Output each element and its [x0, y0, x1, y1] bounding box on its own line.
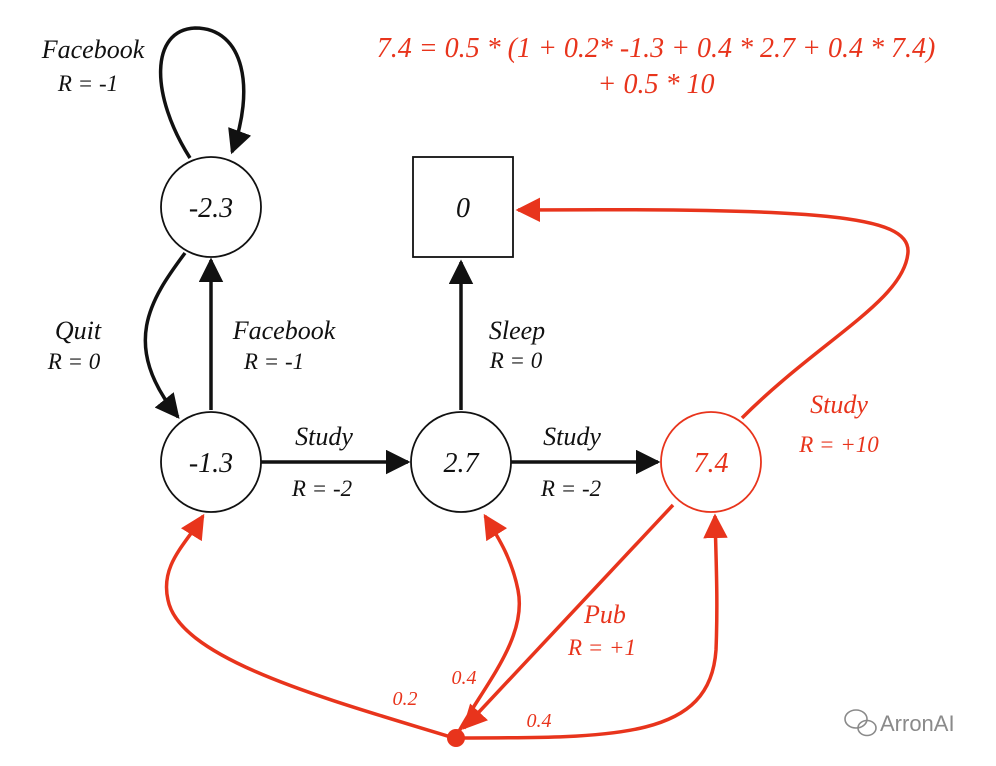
label-study-2-3-reward: R = -2 — [540, 476, 601, 501]
edge-study-3-end — [515, 197, 910, 420]
label-quit-reward: R = 0 — [47, 349, 101, 374]
state-class2: 2.7 — [410, 411, 512, 513]
label-pub-reward: R = +1 — [567, 635, 636, 660]
wechat-icon — [844, 709, 877, 737]
state-facebook: -2.3 — [160, 156, 262, 258]
label-prob-class1: 0.2 — [393, 688, 418, 710]
label-prob-class2: 0.4 — [452, 667, 477, 689]
edge-quit — [143, 251, 187, 419]
watermark: ArronAI — [844, 709, 955, 737]
label-study-2-3-action: Study — [543, 422, 601, 451]
label-study-3-end-reward: R = +10 — [798, 432, 879, 457]
label-quit-action: Quit — [55, 316, 102, 345]
state-class3: 7.4 — [660, 411, 762, 513]
label-prob-class3: 0.4 — [527, 710, 552, 732]
edge-pub — [462, 503, 675, 730]
equation-line-2: + 0.5 * 10 — [598, 69, 715, 100]
equation-line-1: 7.4 = 0.5 * (1 + 0.2* -1.3 + 0.4 * 2.7 +… — [377, 33, 936, 64]
label-facebook-loop-reward: R = -1 — [57, 71, 118, 96]
label-sleep-action: Sleep — [489, 316, 545, 345]
edge-facebook-loop — [158, 26, 252, 159]
label-study-1-2-reward: R = -2 — [291, 476, 352, 501]
label-facebook-loop-action: Facebook — [41, 35, 145, 64]
edge-pub-to-class3 — [456, 513, 728, 740]
label-facebook-action: Facebook — [232, 316, 336, 345]
edge-pub-to-class1 — [164, 513, 455, 740]
pub-chance-node — [447, 729, 465, 747]
label-study-3-end-action: Study — [810, 390, 868, 419]
label-study-1-2-action: Study — [295, 422, 353, 451]
watermark-text: ArronAI — [880, 711, 955, 736]
state-class3-value: 7.4 — [694, 448, 729, 479]
state-sleep: 0 — [412, 156, 514, 258]
edge-pub-to-class2 — [454, 513, 522, 738]
state-class1: -1.3 — [160, 411, 262, 513]
state-sleep-value: 0 — [456, 193, 470, 224]
state-class2-value: 2.7 — [444, 448, 480, 479]
label-sleep-reward: R = 0 — [489, 348, 543, 373]
label-pub-action: Pub — [583, 600, 626, 629]
state-class1-value: -1.3 — [189, 448, 233, 479]
label-facebook-reward: R = -1 — [243, 349, 304, 374]
state-facebook-value: -2.3 — [189, 193, 233, 224]
